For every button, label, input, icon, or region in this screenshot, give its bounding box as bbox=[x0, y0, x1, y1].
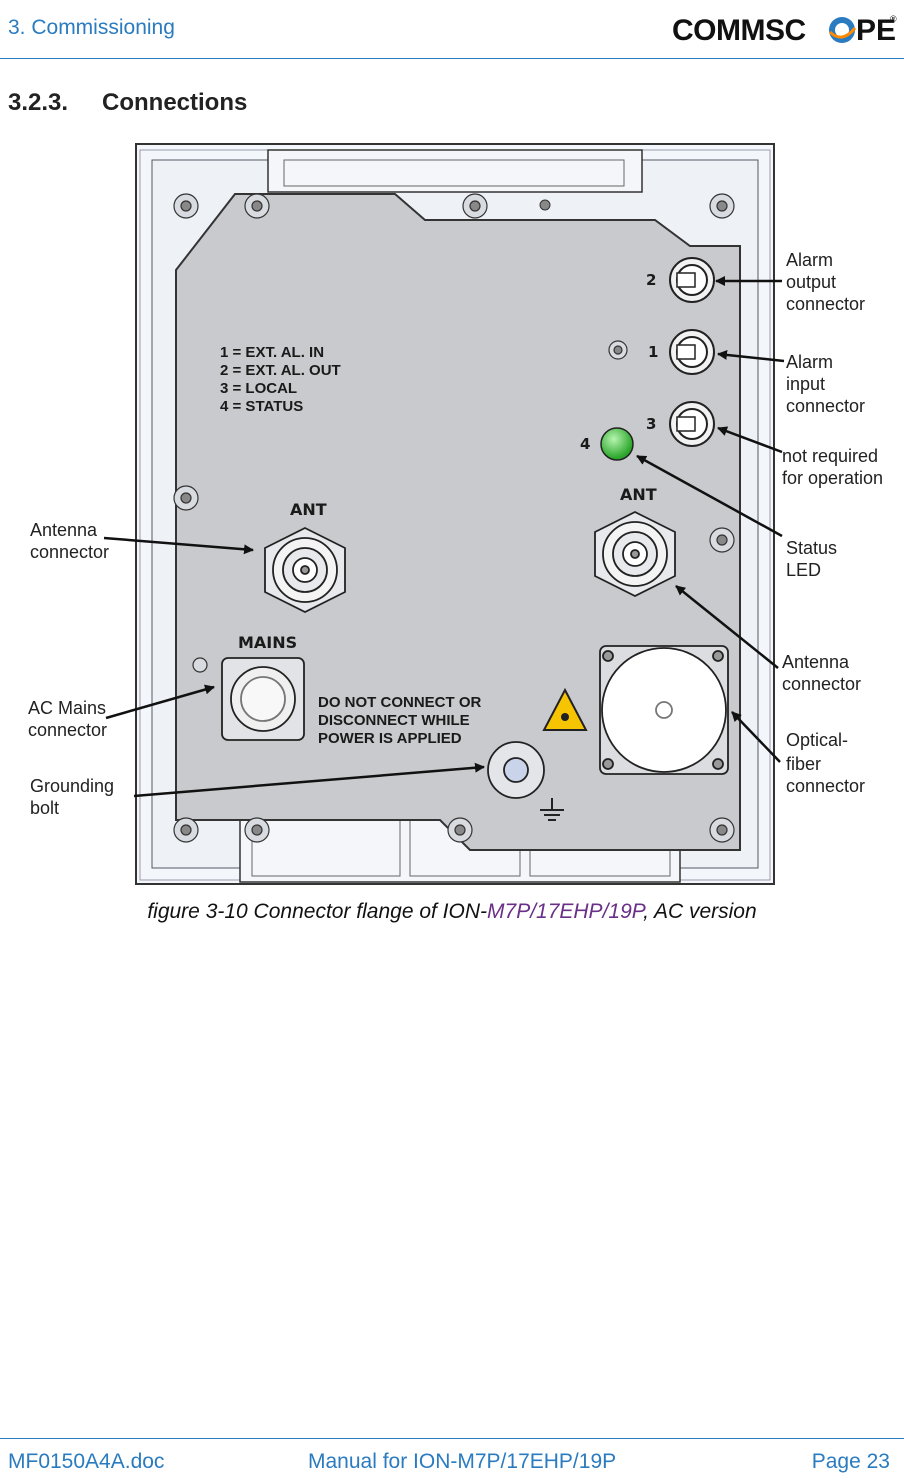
warning-line: DISCONNECT WHILE bbox=[318, 712, 470, 729]
running-header-section: 3. Commissioning bbox=[8, 16, 175, 39]
footer-doc-name: MF0150A4A.doc bbox=[8, 1450, 165, 1473]
caption-model: M7P/17EHP/19P bbox=[487, 900, 644, 923]
label-alarm-output: Alarm output connector bbox=[786, 250, 865, 314]
svg-text:COMMSC: COMMSC bbox=[672, 14, 806, 47]
connector-flange-figure: 1 = EXT. AL. IN 2 = EXT. AL. OUT 3 = LOC… bbox=[28, 143, 883, 885]
ac-mains-connector bbox=[221, 657, 305, 741]
optical-fiber-connector bbox=[599, 645, 729, 775]
alarm-port-1 bbox=[669, 329, 715, 375]
label-antenna-left: Antenna connector bbox=[30, 520, 109, 562]
section-number: 3.2.3. bbox=[8, 89, 69, 116]
arrow-antenna-right bbox=[675, 585, 779, 669]
plate-legend-line: 2 = EXT. AL. OUT bbox=[220, 362, 341, 379]
label-grounding: Grounding bolt bbox=[30, 776, 119, 818]
label-antenna-right: Antenna connector bbox=[782, 652, 861, 694]
mains-marking: MAINS bbox=[238, 633, 297, 652]
plate-legend-line: 1 = EXT. AL. IN bbox=[220, 344, 324, 361]
footer-page-number: Page 23 bbox=[811, 1450, 890, 1473]
label-status-led: Status LED bbox=[786, 538, 842, 580]
svg-text:®: ® bbox=[890, 14, 897, 24]
laser-warning-icon bbox=[542, 687, 588, 731]
local-port-3 bbox=[669, 401, 715, 447]
label-ac-mains: AC Mains connector bbox=[28, 698, 111, 740]
caption-suffix: , AC version bbox=[643, 900, 757, 923]
plate-legend-line: 3 = LOCAL bbox=[220, 380, 297, 397]
arrow-not-required bbox=[717, 426, 783, 454]
arrow-optical-fiber bbox=[731, 711, 781, 763]
port-number: 2 bbox=[646, 271, 656, 289]
caption-prefix: figure 3-10 Connector flange of ION- bbox=[147, 900, 488, 923]
alarm-port-2 bbox=[669, 257, 715, 303]
arrow-alarm-input bbox=[717, 349, 785, 363]
status-led bbox=[600, 427, 634, 461]
grounding-bolt bbox=[487, 741, 545, 799]
connector-plate bbox=[175, 193, 741, 851]
warning-line: POWER IS APPLIED bbox=[318, 730, 462, 747]
label-alarm-input: Alarm input connector bbox=[786, 352, 865, 416]
label-not-required: not required for operation bbox=[782, 446, 883, 488]
housing-screws bbox=[173, 193, 735, 843]
port-number: 4 bbox=[580, 435, 590, 453]
commscope-logo: COMMSC PE ® bbox=[672, 14, 897, 47]
warning-line: DO NOT CONNECT OR bbox=[318, 694, 481, 711]
port-number: 1 bbox=[648, 343, 658, 361]
arrow-grounding bbox=[133, 762, 485, 798]
label-optical-fiber: Optical- fiber connector bbox=[786, 730, 865, 796]
header-rule bbox=[0, 58, 904, 59]
ant-right-marking: ANT bbox=[620, 485, 657, 504]
section-title: Connections bbox=[102, 89, 248, 116]
figure-caption: figure 3-10 Connector flange of ION-M7P/… bbox=[0, 900, 904, 924]
arrow-antenna-left bbox=[103, 536, 254, 555]
arrow-ac-mains bbox=[105, 684, 215, 720]
plate-legend-line: 4 = STATUS bbox=[220, 398, 303, 415]
antenna-connector-left bbox=[264, 526, 346, 614]
footer-manual-title: Manual for ION-M7P/17EHP/19P bbox=[308, 1450, 617, 1473]
section-heading: 3.2.3. Connections bbox=[8, 89, 247, 117]
antenna-connector-right bbox=[594, 510, 676, 598]
footer-rule bbox=[0, 1438, 904, 1439]
ground-symbol-icon bbox=[540, 798, 564, 821]
svg-text:PE: PE bbox=[856, 14, 896, 47]
arrow-status-led bbox=[636, 454, 783, 538]
ant-left-marking: ANT bbox=[290, 500, 327, 519]
port-number: 3 bbox=[646, 415, 656, 433]
